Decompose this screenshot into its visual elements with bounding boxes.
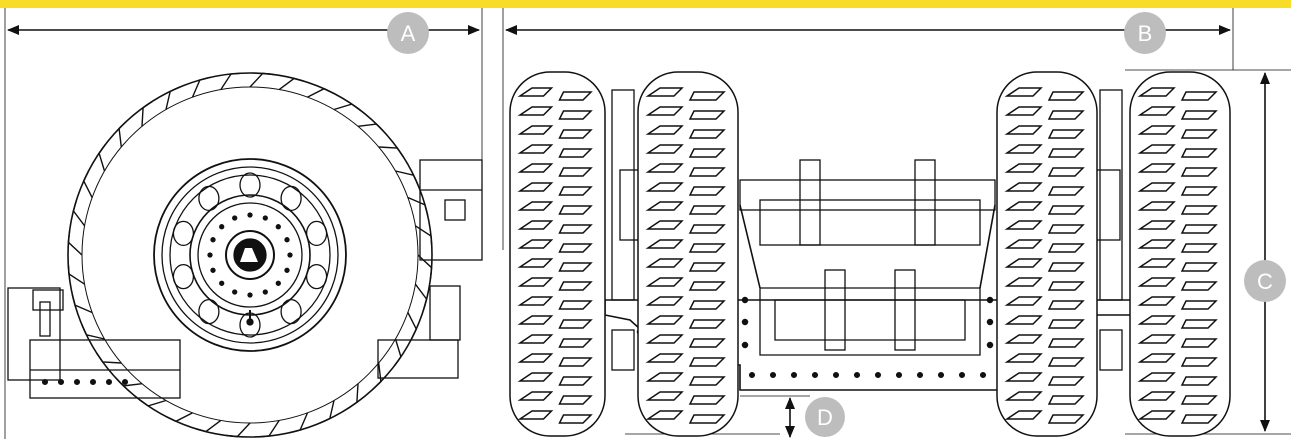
dimension-label-a: A xyxy=(401,21,416,46)
chassis-side xyxy=(29,339,181,399)
side-view xyxy=(4,8,483,439)
rear-wheels xyxy=(509,71,1231,437)
rear-wheel xyxy=(1129,71,1231,437)
wheel-bolt-holes xyxy=(172,172,328,338)
tire-side xyxy=(67,72,433,438)
dimension-badge-b: B xyxy=(1124,12,1166,54)
wheel-rim xyxy=(153,158,347,352)
suspension-left xyxy=(611,89,635,301)
dimension-badge-a: A xyxy=(387,12,429,54)
tire-lugs xyxy=(67,72,433,438)
dimension-label-b: B xyxy=(1138,21,1153,46)
dimension-label-c: C xyxy=(1257,269,1273,294)
suspension-right xyxy=(1099,89,1123,301)
wheel-hub xyxy=(225,230,275,280)
top-accent-bar xyxy=(0,0,1291,8)
dimension-badge-c: C xyxy=(1244,260,1286,302)
rear-view xyxy=(41,8,1291,437)
rear-wheel xyxy=(509,71,606,437)
frame-bolts xyxy=(41,296,1094,386)
front-frame xyxy=(419,159,483,261)
rear-frame xyxy=(7,287,61,381)
rear-wheel xyxy=(996,71,1098,437)
rear-wheel xyxy=(637,71,739,437)
dimension-badge-d: D xyxy=(805,397,845,437)
dimension-label-d: D xyxy=(817,405,833,430)
